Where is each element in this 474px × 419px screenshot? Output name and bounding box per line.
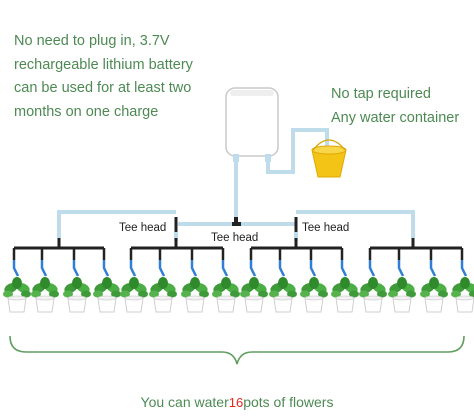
drip-line bbox=[460, 248, 468, 277]
water-container-label: Any water container bbox=[331, 110, 460, 126]
right-branch-pipe bbox=[296, 210, 415, 238]
potted-plant-icon bbox=[149, 277, 177, 313]
potted-plant-icon bbox=[451, 277, 474, 313]
description-line: No need to plug in, 3.7V bbox=[14, 33, 170, 49]
drip-group bbox=[120, 238, 240, 313]
drip-group bbox=[240, 238, 359, 313]
left-branch-pipe bbox=[57, 210, 176, 238]
potted-plant-icon bbox=[181, 277, 209, 313]
battery-description: No need to plug in, 3.7V rechargeable li… bbox=[14, 30, 193, 124]
drip-line bbox=[340, 248, 348, 277]
potted-plant-icon bbox=[331, 277, 359, 313]
drip-line bbox=[72, 248, 80, 277]
potted-plant-icon bbox=[269, 277, 297, 313]
intake-pipe bbox=[266, 128, 329, 174]
potted-plant-icon bbox=[359, 277, 387, 313]
tee-head-center bbox=[174, 217, 298, 232]
potted-plant-icon bbox=[240, 277, 268, 313]
drip-line bbox=[12, 248, 20, 277]
potted-plant-icon bbox=[420, 277, 448, 313]
potted-plant-icon bbox=[300, 277, 328, 313]
drip-line bbox=[129, 248, 137, 277]
pump-device bbox=[225, 87, 279, 162]
tee-head-label-left: Tee head bbox=[119, 222, 167, 234]
drip-line bbox=[40, 248, 48, 277]
water-bucket-icon bbox=[311, 139, 347, 178]
drip-group bbox=[3, 238, 121, 313]
potted-plant-icon bbox=[120, 277, 148, 313]
drip-group bbox=[359, 238, 474, 313]
caption-prefix: You can water bbox=[140, 394, 229, 410]
no-tap-label: No tap required bbox=[331, 86, 431, 102]
drip-line bbox=[397, 248, 405, 277]
drip-line bbox=[190, 248, 198, 277]
description-line: rechargeable lithium battery bbox=[14, 56, 193, 73]
potted-plant-icon bbox=[212, 277, 240, 313]
description-line: can be used for at least two bbox=[14, 80, 192, 96]
description-line: months on one charge bbox=[14, 103, 159, 120]
potted-plant-icon bbox=[388, 277, 416, 313]
pot-count-caption: You can water16pots of flowers bbox=[0, 394, 474, 410]
caption-suffix: pots of flowers bbox=[243, 394, 334, 410]
drip-line bbox=[249, 248, 257, 277]
drip-line bbox=[368, 248, 376, 277]
potted-plant-icon bbox=[93, 277, 121, 313]
tee-head-label-right: Tee head bbox=[302, 222, 350, 234]
drip-line bbox=[221, 248, 229, 277]
drip-line bbox=[309, 248, 317, 277]
potted-plant-icon bbox=[63, 277, 91, 313]
drip-line bbox=[429, 248, 437, 277]
potted-plant-icon bbox=[3, 277, 31, 313]
pot-count: 16 bbox=[228, 395, 244, 410]
drip-line bbox=[102, 248, 110, 277]
drip-line bbox=[158, 248, 166, 277]
potted-plant-icon bbox=[31, 277, 59, 313]
drip-line bbox=[278, 248, 286, 277]
tee-head-label-center: Tee head bbox=[211, 232, 259, 244]
